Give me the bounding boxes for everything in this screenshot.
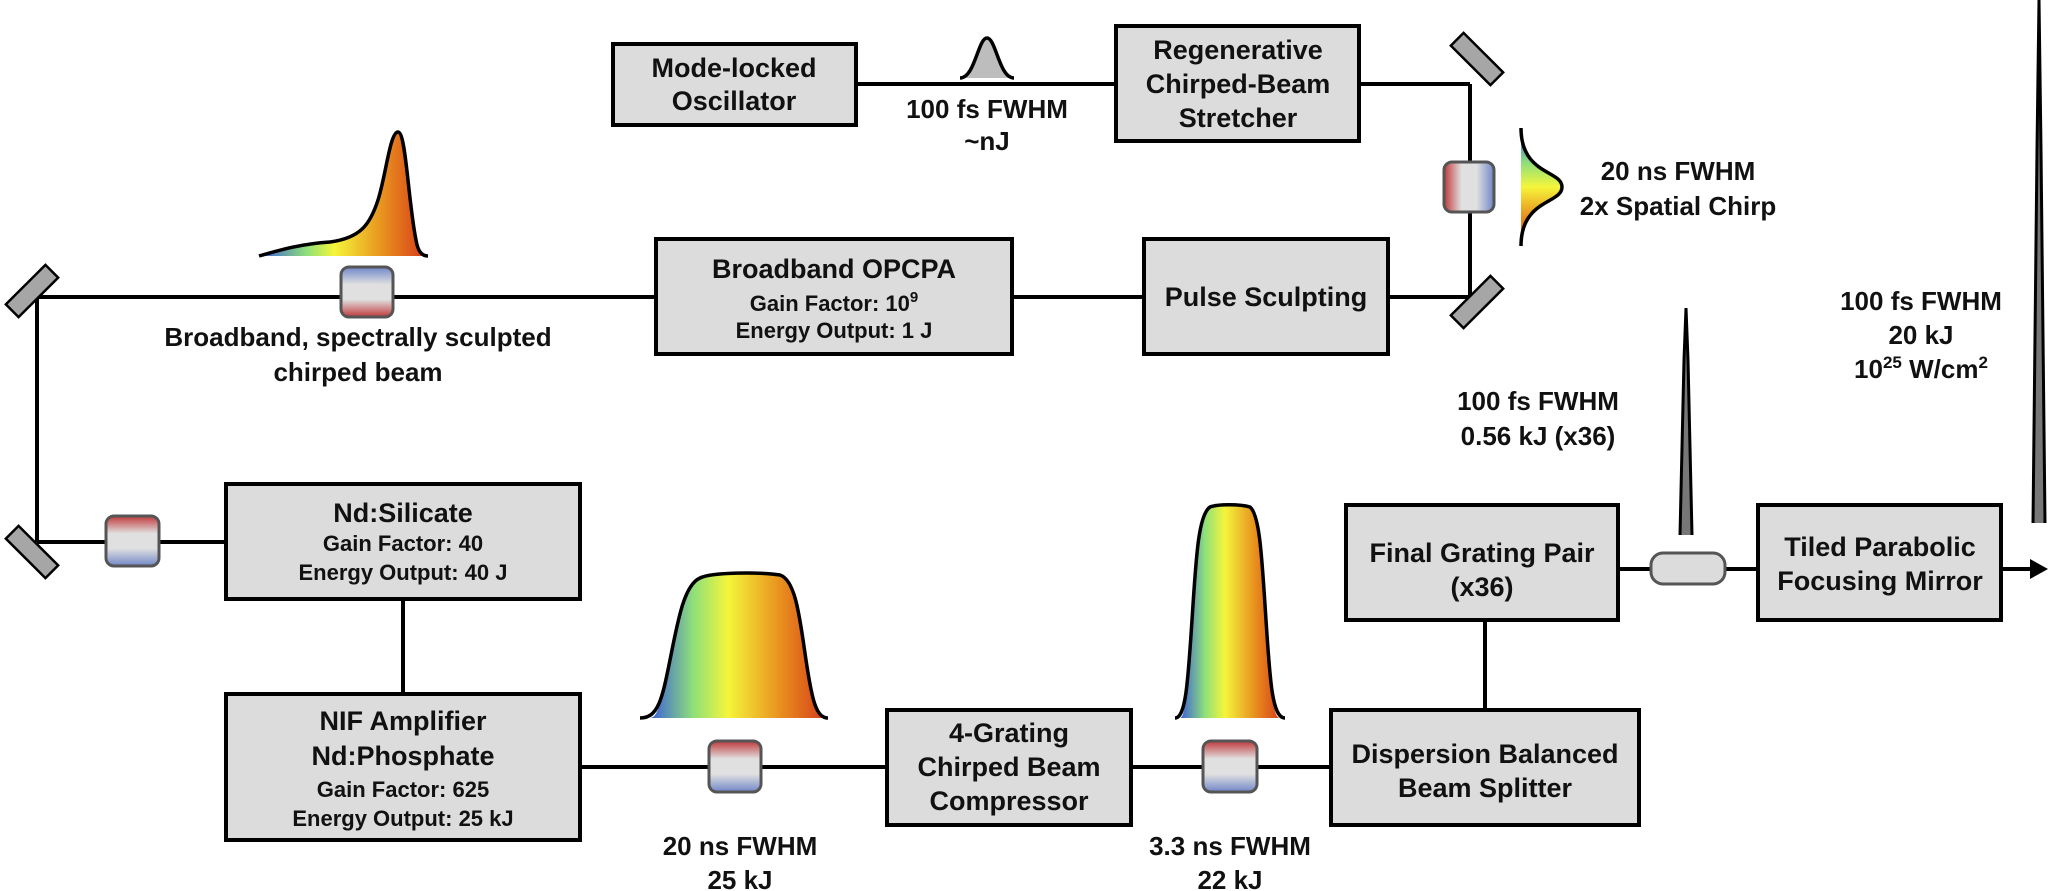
annotation-line: 20 kJ — [1888, 320, 1953, 350]
pulse-flat-top-wide-icon — [639, 571, 829, 720]
opcpa-gain: Gain Factor: 109 — [750, 289, 919, 316]
annotation-line: chirped beam — [273, 357, 442, 387]
pulse-gaussian-icon — [959, 36, 1015, 80]
grating-line-2: (x36) — [1450, 572, 1513, 602]
compressor-line-2: Chirped Beam — [917, 752, 1100, 782]
annotation-stretcher-out: 20 ns FWHM 2x Spatial Chirp — [1580, 156, 1777, 221]
opcpa-title: Broadband OPCPA — [712, 254, 956, 284]
pulse-flat-top-narrow-icon — [1174, 503, 1286, 720]
annotation-oscillator-out: 100 fs FWHM ~nJ — [906, 94, 1068, 156]
nif-gain: Gain Factor: 625 — [317, 777, 489, 802]
silicate-energy: Energy Output: 40 J — [298, 560, 507, 585]
component-focusing-mirror: Tiled Parabolic Focusing Mirror — [1756, 503, 2003, 622]
compressor-line-3: Compressor — [929, 786, 1089, 816]
pulse-sculpted-spectrum-icon — [258, 130, 429, 258]
component-silicate: Nd:Silicate Gain Factor: 40 Energy Outpu… — [224, 482, 582, 601]
component-final-grating: Final Grating Pair (x36) — [1344, 503, 1620, 622]
annotation-compressor-out: 3.3 ns FWHM 22 kJ — [1149, 831, 1311, 891]
pulse-sculpted-spectrum-fill — [261, 132, 424, 256]
pulse-sculpting-title: Pulse Sculpting — [1165, 282, 1368, 312]
chirp-element-silicate — [104, 514, 161, 568]
annotation-line: 25 kJ — [707, 865, 772, 891]
annotation-line: 20 ns FWHM — [663, 831, 818, 861]
focusing-line-1: Tiled Parabolic — [1784, 532, 1976, 562]
pulse-spatial-chirp-icon — [1519, 127, 1564, 247]
mirror-mid-right — [1449, 274, 1505, 330]
pulse-spatial-chirp-fill — [1521, 128, 1562, 246]
splitter-line-1: Dispersion Balanced — [1351, 739, 1618, 769]
oscillator-line-1: Mode-locked — [651, 53, 816, 83]
component-stretcher: Regenerative Chirped-Beam Stretcher — [1114, 24, 1361, 143]
component-pulse-sculpting: Pulse Sculpting — [1142, 237, 1390, 356]
annotation-sculpted-beam: Broadband, spectrally sculpted chirped b… — [164, 322, 551, 387]
grating-line-1: Final Grating Pair — [1369, 538, 1595, 568]
annotation-line: 2x Spatial Chirp — [1580, 191, 1777, 221]
mirrors — [4, 31, 1505, 580]
compressed-element-grating-out — [1649, 551, 1727, 586]
annotation-line: 100 fs FWHM — [1457, 386, 1619, 416]
annotation-nif-out: 20 ns FWHM 25 kJ — [663, 831, 818, 891]
nif-energy: Energy Output: 25 kJ — [292, 806, 513, 831]
mirror-top-left — [4, 263, 60, 319]
pulse-flat-top-narrow-fill — [1180, 504, 1280, 718]
nif-title-1: NIF Amplifier — [319, 706, 487, 736]
output-arrow-icon — [2030, 559, 2048, 579]
annotation-line: 100 fs FWHM — [906, 94, 1068, 124]
silicate-title: Nd:Silicate — [333, 498, 473, 528]
compressor-line-1: 4-Grating — [949, 718, 1069, 748]
chirp-element-stretcher — [1442, 160, 1496, 214]
pulse-spike-grating-icon — [1678, 307, 1694, 536]
component-opcpa: Broadband OPCPA Gain Factor: 109 Energy … — [654, 237, 1014, 356]
splitter-line-2: Beam Splitter — [1398, 773, 1573, 803]
component-beam-splitter: Dispersion Balanced Beam Splitter — [1329, 708, 1641, 827]
mirror-bottom-left — [4, 524, 60, 580]
annotation-line: ~nJ — [964, 126, 1010, 156]
oscillator-line-2: Oscillator — [672, 86, 797, 116]
annotation-line: 20 ns FWHM — [1601, 156, 1756, 186]
silicate-gain: Gain Factor: 40 — [323, 531, 483, 556]
component-nif-amplifier: NIF Amplifier Nd:Phosphate Gain Factor: … — [224, 692, 582, 842]
focusing-line-2: Focusing Mirror — [1777, 566, 1983, 596]
chirp-element-nif-out — [707, 739, 763, 794]
component-compressor: 4-Grating Chirped Beam Compressor — [885, 708, 1133, 827]
annotation-intensity: 1025 W/cm2 — [1854, 353, 1988, 384]
annotation-grating-out: 100 fs FWHM 0.56 kJ (x36) — [1457, 386, 1619, 451]
component-oscillator: Mode-locked Oscillator — [611, 42, 858, 127]
annotation-focus-out: 100 fs FWHM 20 kJ 1025 W/cm2 — [1840, 286, 2002, 384]
pulse-flat-top-wide-fill — [650, 573, 824, 718]
stretcher-line-1: Regenerative — [1153, 35, 1323, 65]
annotation-line: 22 kJ — [1197, 865, 1262, 891]
beam-paths — [35, 82, 2048, 769]
pulse-gaussian-fill — [962, 38, 1012, 78]
nif-title-2: Nd:Phosphate — [311, 741, 494, 771]
pulse-spike-output-icon — [2031, 0, 2047, 524]
stretcher-line-2: Chirped-Beam — [1146, 69, 1331, 99]
annotation-line: Broadband, spectrally sculpted — [164, 322, 551, 352]
annotation-line: 0.56 kJ (x36) — [1461, 421, 1616, 451]
chirp-element-sculpted — [339, 265, 395, 319]
annotation-line: 3.3 ns FWHM — [1149, 831, 1311, 861]
chirp-element-compressor-out — [1201, 739, 1259, 794]
annotation-line: 100 fs FWHM — [1840, 286, 2002, 316]
opcpa-energy: Energy Output: 1 J — [736, 318, 933, 343]
stretcher-line-3: Stretcher — [1179, 103, 1298, 133]
mirror-top-right — [1449, 31, 1505, 87]
